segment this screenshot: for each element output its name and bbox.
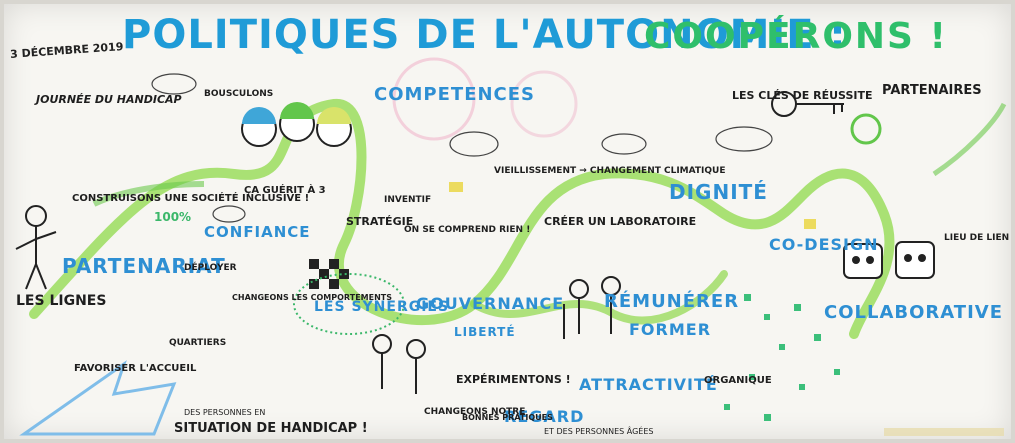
note-experimentons: EXPÉRIMENTONS ! <box>456 373 571 386</box>
keyword-partenariat: PARTENARIAT <box>62 254 226 278</box>
yellow-note-2 <box>804 219 816 229</box>
keyword-situation-handicap: SITUATION DE HANDICAP ! <box>174 421 368 436</box>
organic-squares <box>724 294 840 421</box>
keyword-synergies: LES SYNERGIES <box>314 299 450 315</box>
fresco-drawing <box>15 57 1007 436</box>
note-quartiers: QUARTIERS <box>169 338 227 348</box>
footer-logo <box>884 428 1004 436</box>
keyword-former: FORMER <box>629 320 712 339</box>
keyword-regard: REGARD <box>504 407 585 426</box>
keyword-codesign: CO-DESIGN <box>769 235 879 254</box>
note-strategie: STRATÉGIE <box>346 215 414 228</box>
keyword-competences: COMPETENCES <box>374 84 536 105</box>
elderly-couple <box>563 276 621 339</box>
note-accueil: FAVORISER L'ACCUEIL <box>74 363 197 374</box>
note-ca-guerit: ÇA GUÉRIT À 3 <box>244 185 326 196</box>
synergies-cloud <box>293 273 405 335</box>
note-laboratoire: CRÉER UN LABORATOIRE <box>544 215 697 228</box>
keyword-dignite: DIGNITÉ <box>669 180 768 204</box>
fresco-board: 3 DÉCEMBRE 2019 POLITIQUES DE L'AUTONOMI… <box>4 4 1011 439</box>
note-lieu-lien: LIEU DE LIEN <box>944 233 1010 243</box>
keyword-confiance: CONFIANCE <box>204 223 311 241</box>
blue-arrow <box>19 360 177 436</box>
key-drawing <box>771 91 844 117</box>
page-subtitle: COOPÉRONS ! <box>644 16 948 57</box>
synergies-pattern <box>309 259 349 289</box>
yellow-note <box>449 182 463 192</box>
green-flow-path-lower <box>470 270 728 325</box>
keyword-collaborative: COLLABORATIVE <box>824 302 1003 323</box>
keyword-remunerer: RÉMUNÉRER <box>604 291 740 312</box>
note-organique: ORGANIQUE <box>704 375 772 386</box>
note-cent: 100% <box>154 210 192 224</box>
note-construisons: CONSTRUISONS UNE SOCIÉTÉ INCLUSIVE ! <box>72 193 310 204</box>
page-title: POLITIQUES DE L'AUTONOMIE : <box>122 12 847 58</box>
pink-swirl <box>392 57 476 141</box>
keyword-gouvernance: GOUVERNANCE <box>416 294 565 313</box>
note-comportements: CHANGEONS LES COMPORTEMENTS <box>232 293 392 302</box>
two-people-drawing <box>372 334 426 394</box>
note-deployer: DÉPLOYER <box>184 263 237 273</box>
pink-swirl-2 <box>510 70 578 138</box>
helmet-heads <box>241 102 352 147</box>
note-journee: JOURNÉE DU HANDICAP <box>36 93 182 106</box>
keyword-lignes: LES LIGNES <box>16 293 107 309</box>
note-vieillissement: VIEILLISSEMENT → CHANGEMENT CLIMATIQUE <box>494 166 726 176</box>
note-les-cles: LES CLÉS DE RÉUSSITE <box>732 89 873 102</box>
green-stroke-left <box>92 181 205 207</box>
note-inventif: INVENTIF <box>384 195 432 205</box>
note-perso-situation: DES PERSONNES EN <box>184 408 266 417</box>
target-drawing <box>850 113 882 145</box>
keyword-attractivite: ATTRACTIVITÉ <box>579 375 718 394</box>
note-changeons-notre: CHANGEONS NOTRE <box>424 407 526 417</box>
note-bonnes-pratiques: BONNES PRATIQUES <box>462 413 553 422</box>
speaker-figure <box>15 205 57 290</box>
puzzle-heads <box>843 241 935 279</box>
note-personnes-agees: ET DES PERSONNES ÂGÉES <box>544 427 654 436</box>
keyword-partenaires: PARTENAIRES <box>882 83 982 98</box>
speech-bubbles <box>151 73 773 223</box>
green-stroke-right <box>932 102 1007 177</box>
note-bousculer: BOUSCULONS <box>204 89 274 99</box>
note-on-se-comprend: ON SE COMPREND RIEN ! <box>404 225 531 235</box>
keyword-liberte: LIBERTÉ <box>454 325 516 339</box>
